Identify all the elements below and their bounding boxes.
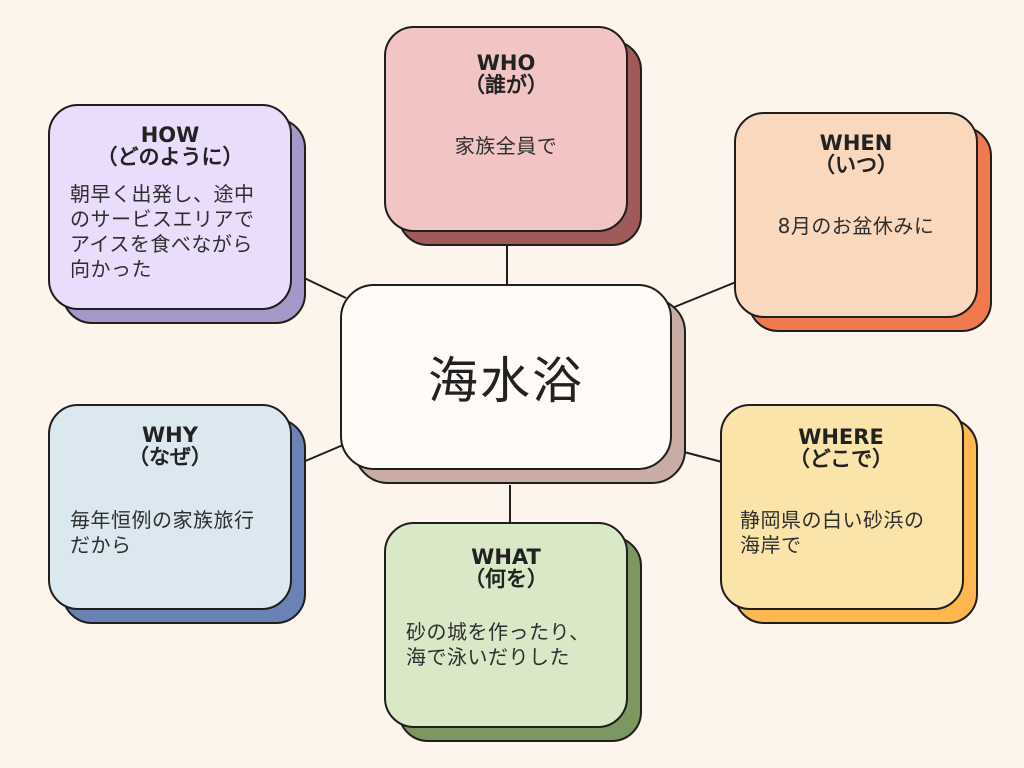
card-who: WHO （誰が） 家族全員で: [384, 26, 642, 246]
card-why-title: WHY （なぜ）: [70, 424, 270, 468]
card-where-body: 静岡県の白い砂浜の海岸で: [740, 508, 925, 557]
center-topic-label: 海水浴: [428, 352, 584, 410]
card-when-face: WHEN （いつ） 8月のお盆休みに: [734, 112, 978, 318]
card-why-body: 毎年恒例の家族旅行だから: [70, 508, 255, 557]
card-when-title-jp: （いつ）: [814, 153, 898, 177]
connector-how: [299, 275, 347, 299]
card-why: WHY （なぜ） 毎年恒例の家族旅行だから: [48, 404, 306, 624]
card-what-title-jp: （何を）: [464, 567, 548, 591]
card-what-title: WHAT （何を）: [406, 546, 606, 590]
card-when: WHEN （いつ） 8月のお盆休みに: [734, 112, 992, 332]
card-where-title: WHERE （どこで）: [740, 426, 942, 470]
card-how-title: HOW （どのように）: [70, 124, 270, 168]
card-who-title-jp: （誰が）: [464, 73, 548, 97]
card-when-title: WHEN （いつ）: [756, 132, 956, 176]
card-what: WHAT （何を） 砂の城を作ったり、海で泳いだりした: [384, 522, 642, 742]
card-how-title-en: HOW: [140, 123, 200, 147]
card-where-title-jp: （どこで）: [788, 447, 894, 471]
card-what-title-en: WHAT: [471, 545, 541, 569]
connector-where: [683, 451, 723, 463]
card-why-title-jp: （なぜ）: [128, 445, 212, 469]
card-who-title-en: WHO: [476, 51, 536, 75]
connector-when: [671, 281, 737, 309]
card-why-face: WHY （なぜ） 毎年恒例の家族旅行だから: [48, 404, 292, 610]
card-when-body: 8月のお盆休みに: [777, 214, 935, 238]
card-where: WHERE （どこで） 静岡県の白い砂浜の海岸で: [720, 404, 978, 624]
card-how-title-jp: （どのように）: [96, 145, 244, 169]
center-topic-card: 海水浴: [340, 284, 686, 484]
card-what-face: WHAT （何を） 砂の城を作ったり、海で泳いだりした: [384, 522, 628, 728]
card-where-title-en: WHERE: [798, 425, 884, 449]
card-why-title-en: WHY: [142, 423, 198, 447]
card-how: HOW （どのように） 朝早く出発し、途中のサービスエリアでアイスを食べながら向…: [48, 104, 306, 324]
connector-why: [302, 444, 344, 463]
card-who-face: WHO （誰が） 家族全員で: [384, 26, 628, 232]
card-what-body: 砂の城を作ったり、海で泳いだりした: [406, 620, 590, 669]
center-topic-face: 海水浴: [340, 284, 672, 470]
card-how-body: 朝早く出発し、途中のサービスエリアでアイスを食べながら向かった: [70, 182, 255, 281]
card-who-title: WHO （誰が）: [406, 52, 606, 96]
card-where-face: WHERE （どこで） 静岡県の白い砂浜の海岸で: [720, 404, 964, 610]
card-when-title-en: WHEN: [819, 131, 893, 155]
card-who-body: 家族全員で: [454, 134, 558, 158]
card-how-face: HOW （どのように） 朝早く出発し、途中のサービスエリアでアイスを食べながら向…: [48, 104, 292, 310]
